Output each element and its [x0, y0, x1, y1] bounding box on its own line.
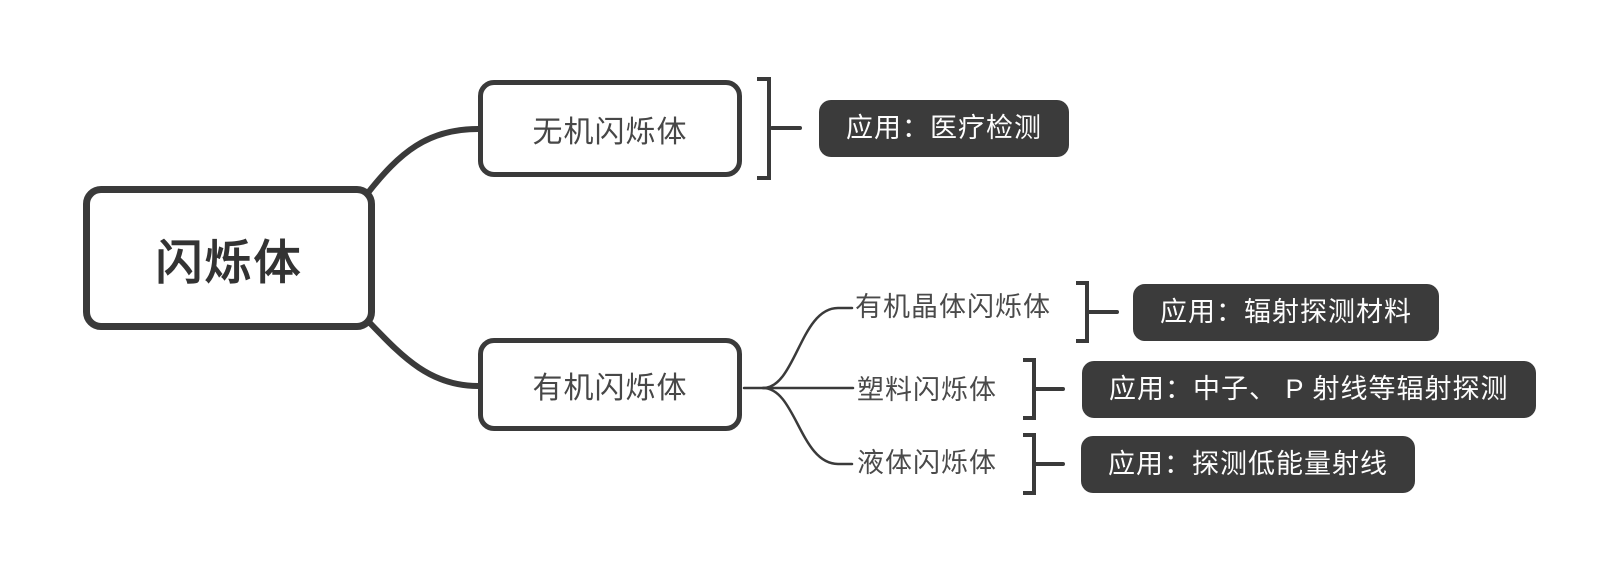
badge-inorganic-application[interactable]: 应用：医疗检测	[819, 100, 1069, 157]
node-root-scintillator[interactable]: 闪烁体	[83, 186, 375, 330]
edge-root-to-organic	[364, 317, 481, 389]
edge-organic-to-crystal	[761, 306, 854, 390]
bracket-icon	[1023, 358, 1036, 420]
badge-plastic-application[interactable]: 应用：中子、 P 射线等辐射探测	[1082, 361, 1536, 418]
node-organic-crystal-scintillator[interactable]: 有机晶体闪烁体	[855, 292, 1051, 322]
bracket-icon	[1076, 281, 1089, 343]
node-plastic-scintillator[interactable]: 塑料闪烁体	[857, 375, 997, 405]
bracket-icon	[1023, 433, 1036, 495]
bracket-icon	[757, 77, 771, 180]
node-liquid-scintillator[interactable]: 液体闪烁体	[857, 448, 997, 478]
badge-crystal-application[interactable]: 应用：辐射探测材料	[1133, 284, 1439, 341]
node-organic-scintillator[interactable]: 有机闪烁体	[478, 338, 742, 431]
node-inorganic-scintillator[interactable]: 无机闪烁体	[478, 80, 742, 177]
badge-liquid-application[interactable]: 应用：探测低能量射线	[1081, 436, 1415, 493]
edge-organic-to-liquid	[761, 386, 854, 466]
edge-root-to-inorganic	[364, 126, 481, 197]
